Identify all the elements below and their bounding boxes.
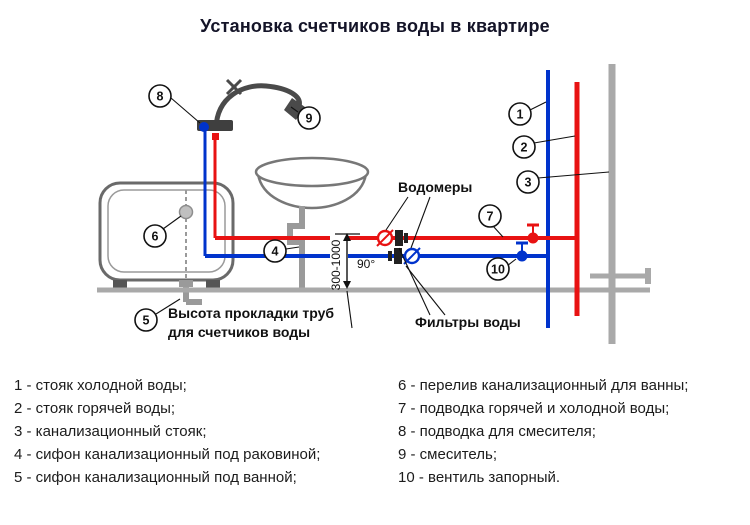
bathtub [98, 181, 235, 305]
faucet-mixer [197, 78, 305, 140]
sink [254, 156, 370, 289]
hot-shutoff-valve [527, 223, 539, 244]
legend-item-3: 3 - канализационный стояк; [14, 423, 207, 440]
cold-water-meter [403, 247, 421, 265]
leader-1 [529, 101, 547, 111]
legend-item-1: 1 - стояк холодной воды; [14, 377, 187, 394]
hot-water-meter [376, 229, 394, 247]
leader-6 [162, 215, 182, 230]
bathtub-foot [113, 280, 127, 288]
page-title: Установка счетчиков воды в квартире [200, 16, 550, 36]
svg-text:6: 6 [152, 230, 159, 244]
callout-7: 7 [478, 204, 502, 228]
svg-text:2: 2 [521, 141, 528, 155]
water-filters-label: Фильтры воды [415, 314, 521, 330]
water-filters-label-group: Фильтры воды [398, 247, 521, 330]
callout-8: 8 [148, 84, 172, 108]
svg-text:9: 9 [306, 112, 313, 126]
svg-text:10: 10 [491, 263, 505, 277]
hot-water-filter [395, 230, 408, 246]
svg-text:7: 7 [487, 210, 494, 224]
bathtub-overflow [178, 204, 194, 220]
water-meters-label: Водомеры [398, 179, 472, 195]
callout-3: 3 [516, 170, 540, 194]
angle-label: 90° [357, 257, 375, 271]
callout-5: 5 [134, 308, 158, 332]
water-meters-label-group: Водомеры [385, 179, 472, 249]
leader-5 [155, 298, 181, 315]
leader-7 [492, 225, 504, 238]
legend-column-right: 6 - перелив канализационный для ванны; 7… [398, 374, 750, 489]
sewer-stack [590, 64, 651, 344]
callout-10: 10 [486, 257, 510, 281]
legend-item-10: 10 - вентиль запорный. [398, 469, 561, 486]
legend-item-4: 4 - сифон канализационный под раковиной; [14, 446, 321, 463]
svg-text:5: 5 [143, 314, 150, 328]
plumbing-diagram: 300-1000 90° Водомеры Фильтры воды Высот… [97, 64, 651, 344]
svg-text:1: 1 [517, 108, 524, 122]
leader-8 [170, 97, 201, 124]
callout-2: 2 [512, 135, 536, 159]
callout-4: 4 [263, 239, 287, 263]
svg-text:4: 4 [272, 245, 279, 259]
pipe-height-label-line1: Высота прокладки труб [168, 305, 334, 321]
legend-item-8: 8 - подводка для смесителя; [398, 423, 596, 440]
dimension-label: 300-1000 [329, 239, 343, 290]
faucet-handle-icon [225, 78, 243, 96]
pipe-height-label-line2: для счетчиков воды [168, 324, 310, 340]
legend-item-7: 7 - подводка горячей и холодной воды; [398, 400, 670, 417]
legend: 1 - стояк холодной воды; 2 - стояк горяч… [0, 374, 750, 489]
legend-item-6: 6 - перелив канализационный для ванны; [398, 377, 689, 394]
svg-text:3: 3 [525, 176, 532, 190]
svg-text:8: 8 [157, 90, 164, 104]
sink-siphon [287, 206, 305, 289]
cold-shutoff-valve [516, 241, 528, 262]
legend-column-left: 1 - стояк холодной воды; 2 - стояк горяч… [14, 374, 392, 489]
cold-water-filter [388, 248, 402, 264]
pipe-height-label-group: Высота прокладки труб для счетчиков воды [168, 290, 353, 340]
legend-item-2: 2 - стояк горячей воды; [14, 400, 176, 417]
leader-9 [290, 106, 299, 113]
bathtub-foot [206, 280, 220, 288]
height-dimension: 300-1000 90° [329, 233, 375, 290]
leader-2 [533, 135, 576, 144]
leader-4 [285, 246, 300, 250]
leader-3 [537, 171, 610, 179]
legend-item-9: 9 - смеситель; [398, 446, 497, 463]
legend-item-5: 5 - сифон канализационный под ванной; [14, 469, 297, 486]
callout-6: 6 [143, 224, 167, 248]
callout-9: 9 [297, 106, 321, 130]
callout-1: 1 [508, 102, 532, 126]
